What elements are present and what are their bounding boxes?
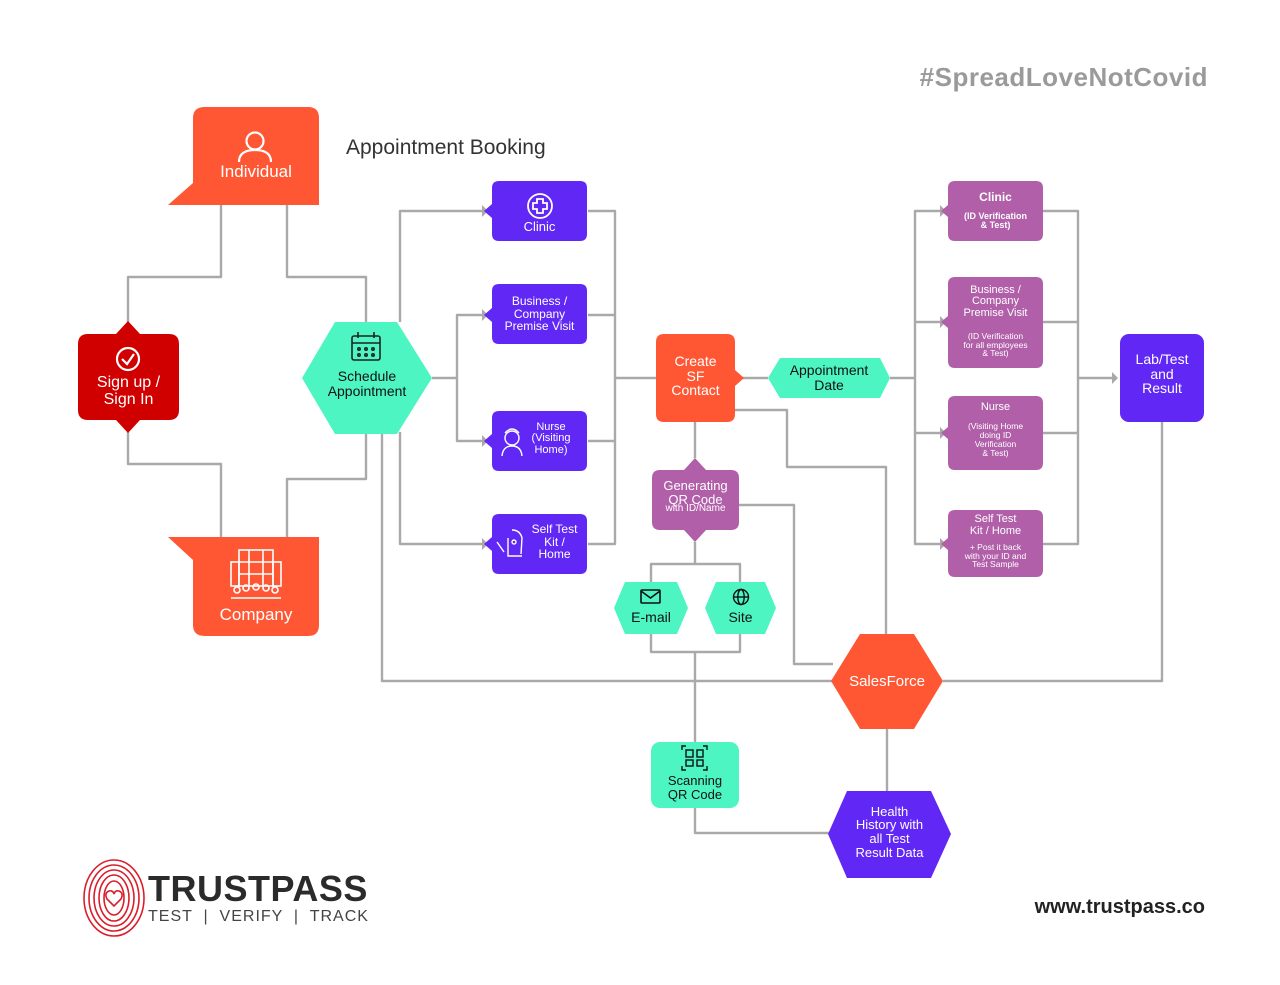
connector <box>695 562 742 582</box>
hashtag-text: #SpreadLoveNotCovid <box>919 62 1208 92</box>
connector <box>913 209 940 546</box>
globe-icon <box>732 588 750 606</box>
check-circle-icon <box>115 346 141 372</box>
r-clinic-sub: (ID Verification & Test) <box>963 210 1027 230</box>
connector <box>285 205 368 322</box>
r-business-node <box>941 277 1043 368</box>
r-nurse-node <box>941 396 1043 470</box>
email-node <box>614 582 688 634</box>
connector <box>1043 209 1080 546</box>
r-nurse-title: Nurse <box>980 401 1011 414</box>
scanning-qr-node <box>651 742 739 808</box>
individual-label: Individual <box>220 162 292 182</box>
r-clinic-title: Clinic <box>979 189 1012 204</box>
health-history-label: Health History with all Test Result Data <box>855 803 924 860</box>
self-test-icon <box>496 529 523 557</box>
lab-result-node <box>1120 334 1204 422</box>
appointment-date-label: Appointment Date <box>789 362 869 393</box>
connector <box>693 808 830 835</box>
person-icon <box>237 131 273 163</box>
scanning-qr-label: Scanning QR Code <box>667 773 723 802</box>
signup-label: Sign up / Sign In <box>96 374 161 408</box>
brand-name: TRUSTPASS <box>148 868 368 909</box>
salesforce-label: SalesForce <box>849 673 925 691</box>
selftest-label: Self Test Kit / Home <box>531 522 578 562</box>
generating-qr-node <box>652 458 739 542</box>
connector <box>649 634 742 654</box>
building-icon <box>230 549 282 599</box>
connector <box>126 205 223 336</box>
connector <box>739 503 833 666</box>
arrow-tip <box>1112 372 1118 384</box>
connector <box>649 542 697 582</box>
connector <box>735 408 888 634</box>
nurse-icon <box>501 428 523 457</box>
generating-qr-label: Generating QR Code <box>663 478 728 507</box>
salesforce-node <box>831 634 943 729</box>
fingerprint-logo <box>83 859 145 937</box>
connector <box>398 432 482 546</box>
company-label: Company <box>219 605 293 625</box>
signup-node <box>78 321 179 433</box>
connector <box>588 209 617 546</box>
connector <box>285 432 368 537</box>
individual-node <box>168 107 319 205</box>
business-node <box>484 284 587 344</box>
generating-qr-sublabel: with ID/Name <box>665 503 726 515</box>
lab-result-label: Lab/Test and Result <box>1135 350 1189 397</box>
nurse-label: Nurse (Visiting Home) <box>531 420 571 456</box>
business-label: Business / Company Premise Visit <box>504 294 575 334</box>
section-title: Appointment Booking <box>346 136 546 159</box>
r-selftest-title: Self Test Kit / Home <box>969 513 1022 537</box>
r-clinic-node <box>941 181 1043 241</box>
nurse-node <box>484 411 587 471</box>
connector <box>380 432 833 683</box>
email-label: E-mail <box>631 608 671 625</box>
create-sf-label: Create SF Contact <box>671 352 720 399</box>
site-label: Site <box>728 608 753 625</box>
mail-icon <box>640 589 661 604</box>
health-history-node <box>828 791 951 878</box>
connector <box>943 422 1164 683</box>
site-node <box>705 582 776 634</box>
create-sf-node <box>656 334 744 422</box>
website-link[interactable]: www.trustpass.co <box>1034 896 1205 918</box>
connector <box>126 432 223 537</box>
schedule-label: Schedule Appointment <box>327 368 407 399</box>
selftest-node <box>484 514 587 574</box>
connector <box>398 209 482 322</box>
appointment-date-node <box>768 358 890 398</box>
r-selftest-sub: + Post it back with your ID and Test Sam… <box>964 541 1027 570</box>
medical-cross-icon <box>527 193 553 219</box>
qr-code-icon <box>681 745 708 771</box>
connector <box>455 313 482 443</box>
r-selftest-node <box>941 510 1043 577</box>
clinic-node <box>484 181 587 241</box>
r-nurse-sub: (Visiting Home doing ID Verification & T… <box>967 421 1024 458</box>
r-business-title: Business / Company Premise Visit <box>963 283 1028 319</box>
clinic-label: Clinic <box>523 219 556 235</box>
calendar-icon <box>351 332 381 361</box>
r-business-sub: (ID Verification for all employees & Tes… <box>963 330 1028 359</box>
brand-tagline: TEST | VERIFY | TRACK <box>148 908 369 925</box>
schedule-node <box>302 322 432 434</box>
